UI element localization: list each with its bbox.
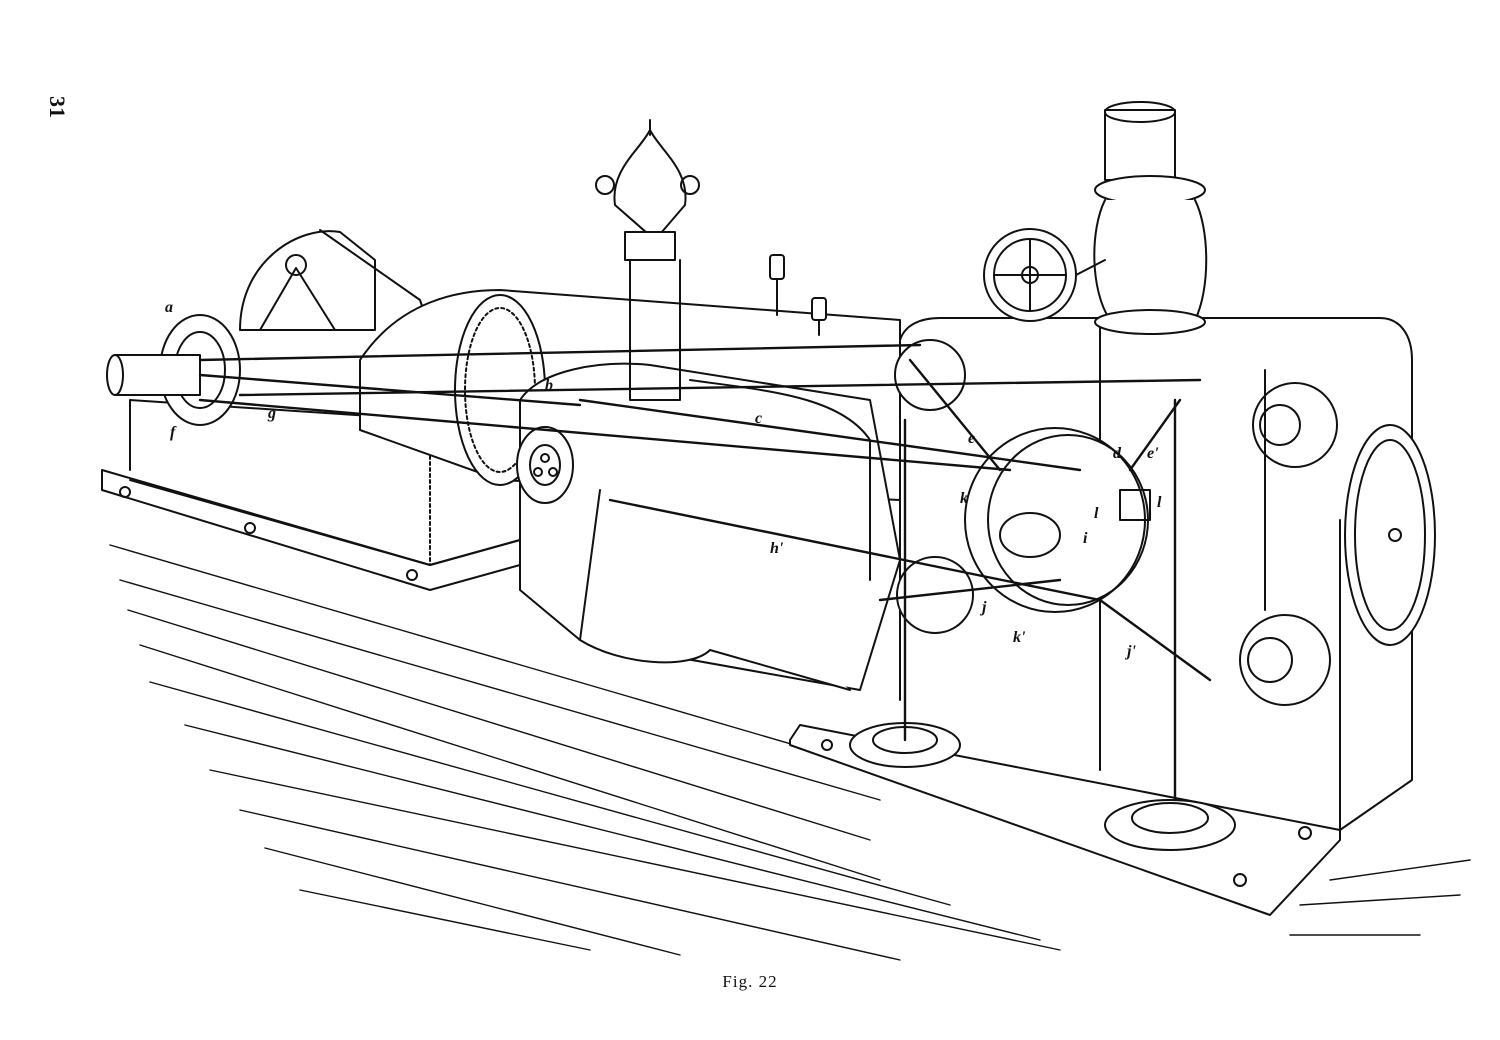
oil-cups [769,254,827,336]
valve-bonnets [894,339,1338,706]
valve-chest [899,317,1436,831]
label-g: g [267,405,276,422]
label-h: h' [770,540,784,557]
label-j: j [979,599,987,616]
wrist-plate [964,427,1151,613]
slide-body [519,362,901,691]
label-e: e [968,430,975,447]
label-f: f [170,424,177,441]
eccentric-pulley [516,426,574,504]
figure-caption: Fig. 22 [722,972,778,991]
label-e-prime: e' [1147,445,1159,462]
label-l-left: l [1094,505,1099,522]
rods [198,343,1212,802]
label-i: i [1083,530,1088,547]
flywheel [106,314,241,426]
label-k-prime: k' [1013,629,1026,646]
governor [595,119,700,401]
label-l-right: l [1157,494,1162,511]
label-b: b [545,377,553,394]
figure-labels: a b c d e e' f g h' i j j' k k' l l [165,299,1162,660]
bearing-pedestal [239,229,431,331]
label-k: k [960,490,968,507]
label-a: a [165,299,173,316]
base-plate [789,722,1341,916]
stop-valve [983,101,1208,335]
label-c: c [755,410,762,427]
floor-planks [109,544,1471,961]
label-d: d [1113,445,1122,462]
label-j-prime: j' [1124,643,1136,660]
